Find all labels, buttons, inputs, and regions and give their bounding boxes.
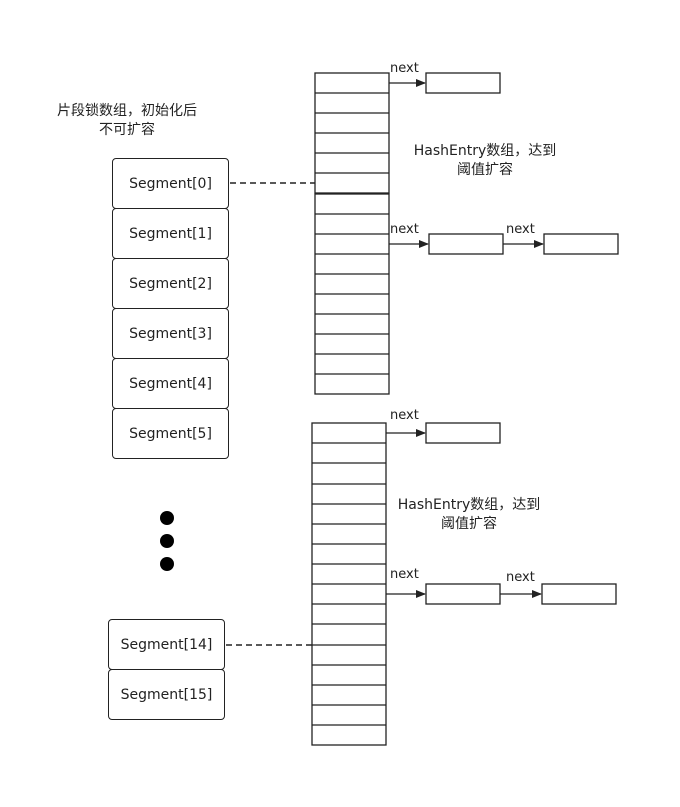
hashentry-array-bottom	[311, 422, 387, 746]
segment-label: Segment[5]	[129, 425, 212, 442]
entry-node	[541, 583, 617, 605]
next-label: next	[390, 567, 419, 582]
segment-label: Segment[1]	[129, 225, 212, 242]
segment-label: Segment[2]	[129, 275, 212, 292]
ellipsis-dot-3	[160, 557, 174, 571]
hashentry-note-bottom: HashEntry数组，达到 阈值扩容	[394, 496, 544, 534]
segment-box-3: Segment[3]	[112, 308, 229, 359]
hashentry-note-top-line1: HashEntry数组，达到	[413, 143, 557, 159]
next-label: next	[390, 408, 419, 423]
segment-array-note: 片段锁数组，初始化后 不可扩容	[52, 102, 202, 140]
segment-box-2: Segment[2]	[112, 258, 229, 309]
hashentry-note-bottom-line1: HashEntry数组，达到	[397, 497, 541, 513]
next-label: next	[506, 570, 535, 585]
entry-node	[425, 422, 501, 444]
hashentry-note-top: HashEntry数组，达到 阈值扩容	[410, 142, 560, 180]
segment-array-note-line1: 片段锁数组，初始化后	[57, 103, 197, 119]
hashentry-note-top-line2: 阈值扩容	[457, 162, 513, 178]
hashentry-note-bottom-line2: 阈值扩容	[441, 516, 497, 532]
segment-label: Segment[3]	[129, 325, 212, 342]
segment-box-0: Segment[0]	[112, 158, 229, 209]
segment-box-5: Segment[5]	[112, 408, 229, 459]
entry-node	[425, 72, 501, 94]
segment-label: Segment[4]	[129, 375, 212, 392]
ellipsis-dot-1	[160, 511, 174, 525]
segment-array-note-line2: 不可扩容	[99, 122, 155, 138]
segment-label: Segment[0]	[129, 175, 212, 192]
segment-box-15: Segment[15]	[108, 669, 225, 720]
segment-box-4: Segment[4]	[112, 358, 229, 409]
hashentry-array-top	[314, 72, 390, 395]
segment-box-1: Segment[1]	[112, 208, 229, 259]
segment-label: Segment[14]	[120, 636, 213, 653]
entry-node	[543, 233, 619, 255]
segment-box-14: Segment[14]	[108, 619, 225, 670]
segment-label: Segment[15]	[120, 686, 213, 703]
next-label: next	[506, 222, 535, 237]
next-label: next	[390, 61, 419, 76]
entry-node	[425, 583, 501, 605]
next-label: next	[390, 222, 419, 237]
ellipsis-dot-2	[160, 534, 174, 548]
entry-node	[428, 233, 504, 255]
